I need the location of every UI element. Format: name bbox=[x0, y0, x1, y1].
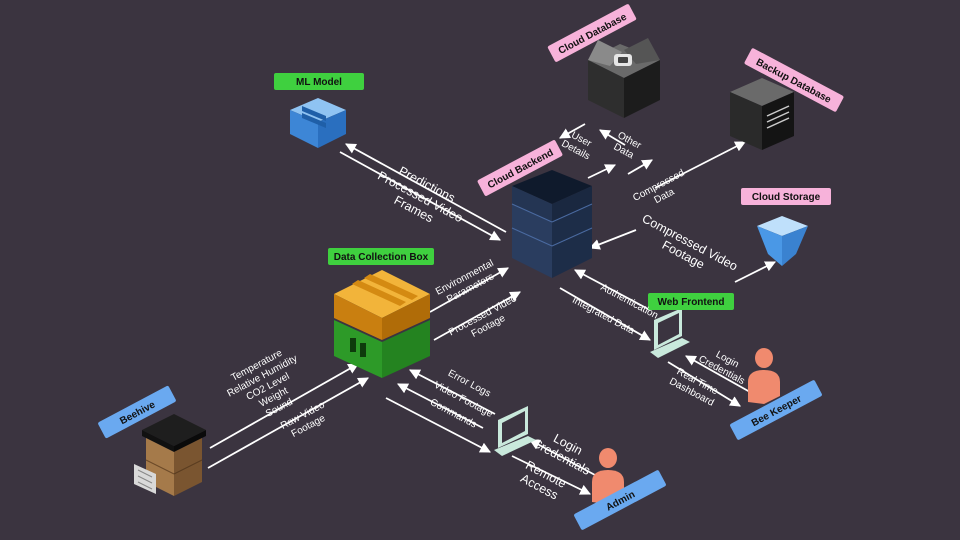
connector-ml-backend-1 bbox=[345, 143, 507, 233]
data-collection-box-icon bbox=[334, 270, 430, 378]
tag-data-collection-box: Data Collection Box bbox=[328, 248, 434, 265]
connectors bbox=[207, 123, 776, 495]
beehive-icon bbox=[134, 414, 206, 496]
cloud-database-icon bbox=[588, 38, 660, 118]
connector-laptop-admin-2 bbox=[511, 455, 591, 495]
connector-web-keeper-1 bbox=[685, 355, 751, 393]
web-frontend-laptop-icon bbox=[650, 308, 690, 358]
connector-hive-dcb-2 bbox=[207, 377, 369, 469]
flow-processed-video-footage: Processed Video Footage bbox=[447, 293, 519, 340]
connector-dcb-backend-2 bbox=[433, 291, 521, 341]
tag-ml-model: ML Model bbox=[274, 73, 364, 90]
connector-backend-storage-a bbox=[588, 229, 637, 250]
flow-predictions: Predictions Processed Video Frames bbox=[375, 164, 465, 226]
flow-compressed-data: Compressed Data bbox=[631, 168, 686, 207]
connector-backend-storage-b bbox=[734, 261, 776, 283]
flow-compressed-video: Compressed Video Footage bbox=[640, 211, 740, 273]
cloud-backend-icon bbox=[511, 170, 593, 278]
connector-web-keeper-2 bbox=[667, 361, 741, 407]
connector-dcb-admin-3 bbox=[385, 397, 491, 453]
backup-database-icon bbox=[730, 78, 794, 150]
connector-backend-web-1 bbox=[574, 269, 651, 311]
tag-data-collection-box-label: Data Collection Box bbox=[334, 252, 429, 263]
connector-dcb-admin-2 bbox=[397, 383, 484, 429]
tag-web-frontend-label: Web Frontend bbox=[657, 297, 724, 308]
ml-model-icon bbox=[290, 98, 346, 148]
tag-ml-model-label: ML Model bbox=[296, 77, 342, 88]
connector-laptop-admin-1 bbox=[529, 439, 596, 476]
connector-backend-web-2 bbox=[559, 287, 651, 341]
cloud-storage-icon bbox=[757, 216, 808, 266]
tag-cloud-storage: Cloud Storage bbox=[741, 188, 831, 205]
admin-laptop-icon bbox=[494, 406, 536, 456]
connector-db-other bbox=[599, 129, 626, 146]
connector-ml-backend-2 bbox=[339, 151, 501, 241]
flow-environmental: Environmental Parameters bbox=[434, 258, 496, 305]
tag-web-frontend: Web Frontend bbox=[648, 293, 734, 310]
connector-dcb-backend-1 bbox=[429, 267, 509, 313]
bee-keeper-person-icon bbox=[748, 348, 780, 404]
connector-backend-other bbox=[627, 159, 653, 175]
connector-backend-user bbox=[587, 164, 616, 179]
flow-other-data: Other Data bbox=[612, 130, 644, 161]
connector-hive-dcb-1 bbox=[209, 363, 359, 449]
tag-cloud-storage-label: Cloud Storage bbox=[752, 192, 821, 203]
connector-backend-backup bbox=[654, 141, 746, 189]
connector-dcb-admin-1 bbox=[409, 369, 496, 415]
flow-remote-access: Remote Access bbox=[518, 458, 568, 502]
flow-user-details: User Details bbox=[559, 130, 593, 162]
connector-db-user bbox=[559, 123, 586, 139]
